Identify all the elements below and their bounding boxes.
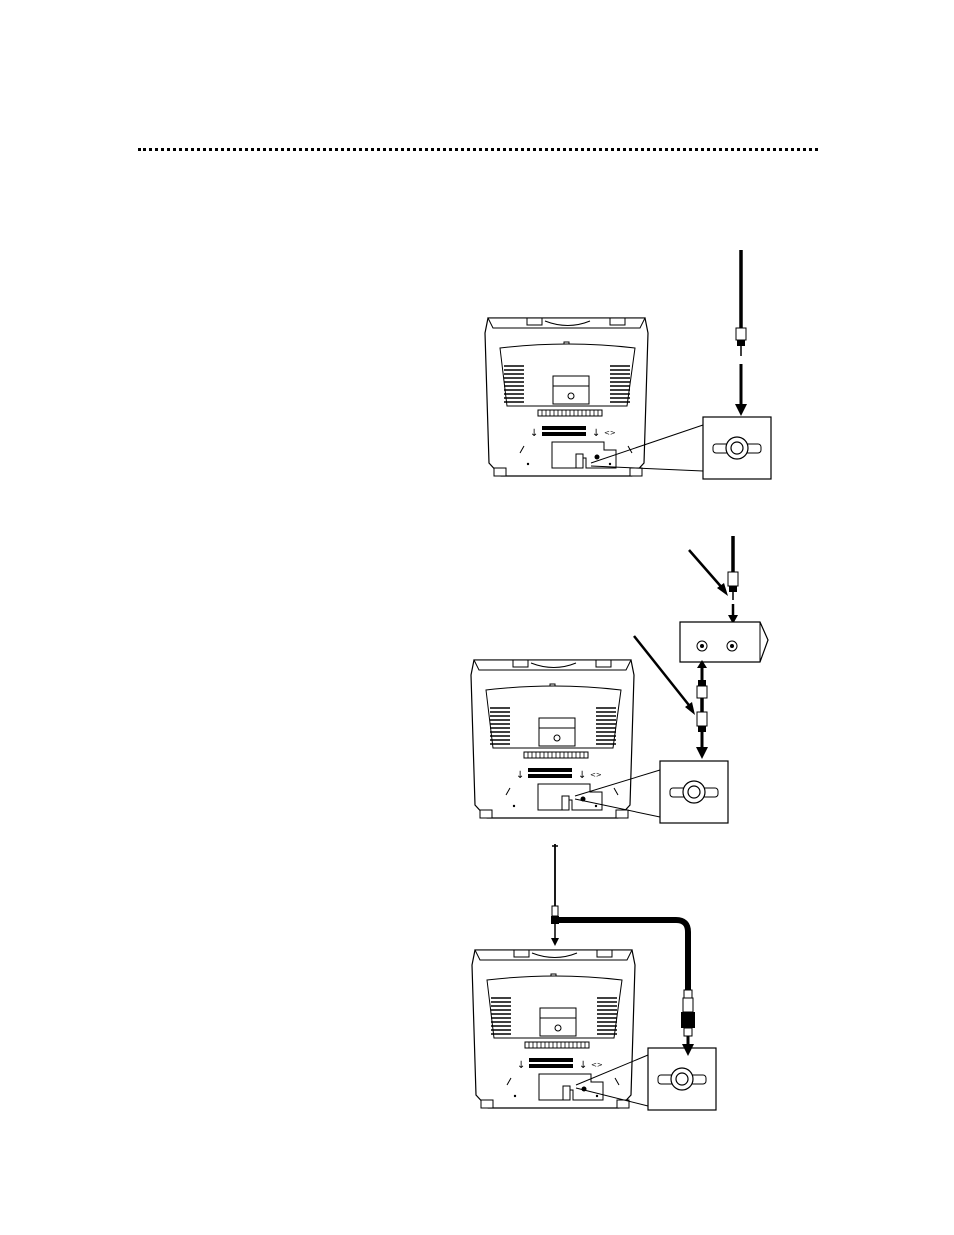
tv-back-icon <box>471 660 634 818</box>
tv-back-icon <box>472 950 635 1108</box>
antenna-jack-icon <box>660 761 728 823</box>
figure-cable-direct <box>485 250 771 479</box>
antenna-jack-icon <box>648 1048 716 1110</box>
figure-cable-box <box>471 536 768 823</box>
telescopic-antenna-icon <box>551 844 559 946</box>
antenna-jack-icon <box>703 417 771 479</box>
coax-cable-icon <box>696 660 708 759</box>
coax-cable-icon <box>728 536 738 624</box>
cable-box-icon <box>680 622 768 662</box>
coax-cable-icon <box>735 250 747 416</box>
figure-rabbit-ears <box>472 844 716 1110</box>
